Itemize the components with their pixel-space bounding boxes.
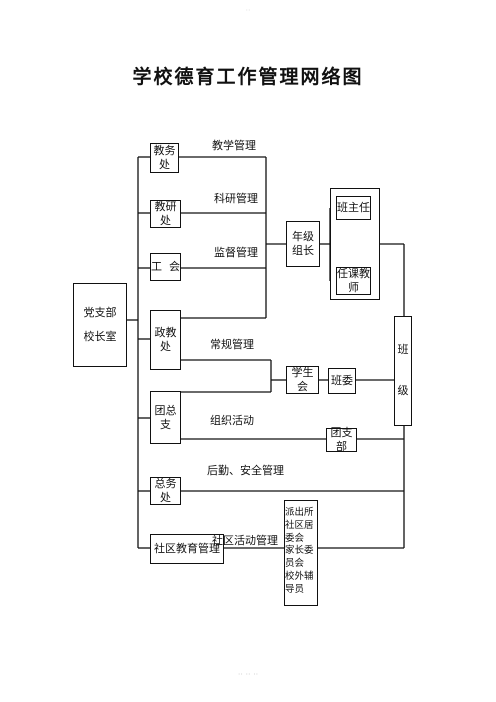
node-renkejiaoshi-text: 任课教师 [337, 267, 370, 294]
node-banji-char2: 级 [397, 384, 409, 397]
dept-gonghui-label: 监督管理 [214, 246, 258, 259]
node-xueshenghui: 学生会 [286, 366, 319, 394]
node-community-text: 派出所 社区居委会 家长委员会 校外辅导员 [285, 507, 314, 595]
node-banji-char1: 班 [397, 343, 409, 357]
node-tuanzhibu-text: 团支部 [330, 426, 353, 453]
node-banzhuren: 班主任 [336, 196, 371, 220]
node-renkejiaoshi: 任课教师 [336, 267, 371, 295]
node-banwei: 班委 [328, 368, 356, 394]
dept-zongwu-name: 总务处 [154, 477, 177, 504]
dept-zhengjiao-name: 政教处 [154, 326, 177, 353]
dept-jiaoyan: 教研处 [150, 200, 181, 228]
node-nianjizuzhang: 年级组长 [286, 221, 320, 267]
dept-jiaoyan-name: 教研处 [154, 200, 177, 227]
dept-tuanzongzhi-label: 组织活动 [210, 414, 254, 427]
dept-jiaowu: 教务处 [150, 143, 179, 173]
diagram-title: 学校德育工作管理网络图 [132, 66, 364, 88]
root-line1: 党支部 [83, 306, 117, 320]
root-box: 党支部 校长室 [73, 283, 127, 367]
dept-jiaowu-label: 教学管理 [212, 139, 256, 152]
dept-jiaowu-name: 教务处 [153, 144, 176, 171]
dept-shequ-name: 社区教育管理 [154, 542, 220, 556]
dept-tuanzongzhi-name: 团总支 [154, 403, 177, 431]
dept-zhengjiao-label: 常规管理 [210, 338, 254, 351]
node-banwei-text: 班委 [331, 374, 353, 388]
dept-tuanzongzhi: 团总支 [150, 391, 181, 444]
dept-zongwu: 总务处 [150, 477, 181, 505]
root-line2: 校长室 [83, 330, 117, 343]
node-banji: 班 级 [394, 316, 412, 426]
dept-zongwu-label: 后勤、安全管理 [207, 464, 284, 477]
node-nianjizuzhang-text: 年级组长 [292, 230, 314, 257]
dept-gonghui-name: 工 会 [151, 260, 180, 274]
dept-shequ-label: 社区活动管理 [212, 534, 278, 547]
header-mark: ·· [245, 6, 251, 15]
node-banzhuren-text: 班主任 [337, 201, 370, 215]
dept-zhengjiao: 政教处 [150, 310, 181, 370]
footer-mark: ·· ·· ·· [237, 670, 259, 679]
node-xueshenghui-text: 学生会 [291, 366, 314, 393]
dept-jiaoyan-label: 科研管理 [214, 192, 258, 205]
dept-gonghui: 工 会 [150, 253, 181, 281]
node-community: 派出所 社区居委会 家长委员会 校外辅导员 [284, 500, 318, 606]
node-tuanzhibu: 团支部 [326, 426, 357, 453]
dept-shequ: 社区教育管理 [150, 534, 224, 564]
